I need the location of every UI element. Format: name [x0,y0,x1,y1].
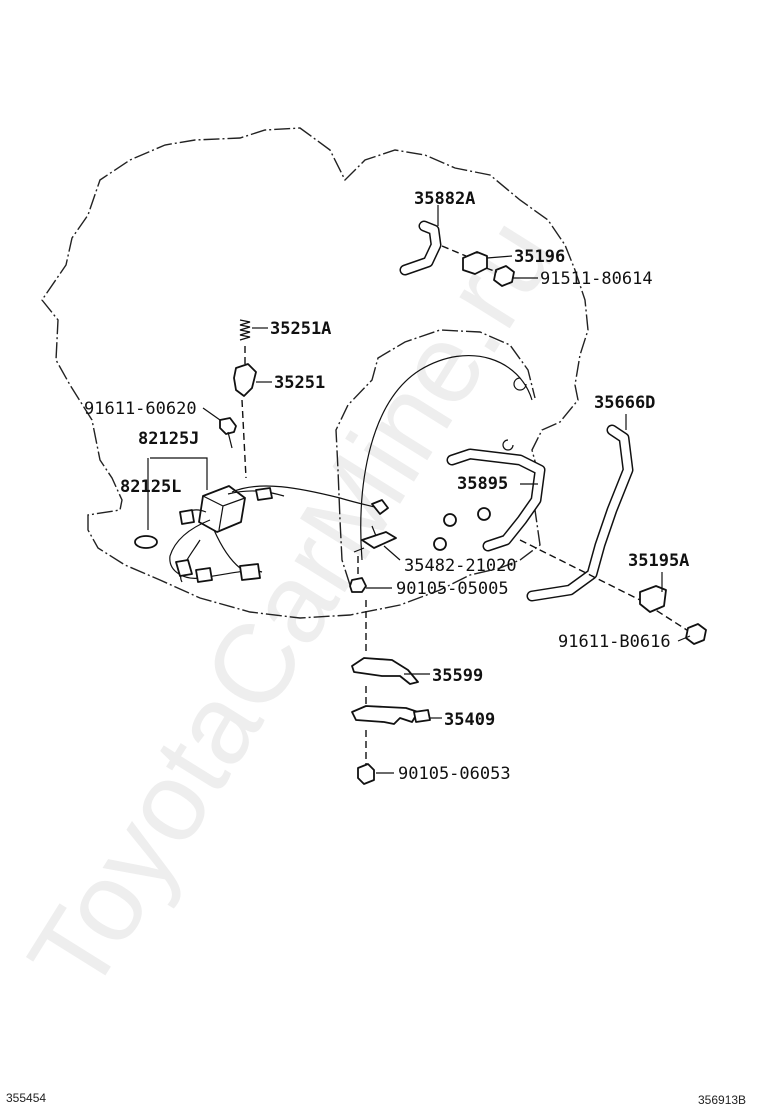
dash-detent-bolt [241,399,247,479]
connector-d [195,567,213,583]
transmission-case-outline [41,127,589,619]
label-35895: 35895 [457,474,508,494]
bushing-35409 [413,709,431,723]
label-35196: 35196 [514,247,565,267]
bolt-91511 [493,265,515,287]
dash-35882a-35196 [441,245,467,257]
label-35251: 35251 [274,373,325,393]
bolt-91611-60620 [219,417,237,435]
label-35409: 35409 [444,710,495,730]
label-35599: 35599 [432,666,483,686]
connector-a [255,487,273,501]
bolt-90105-06053 [357,763,375,785]
label-91611-b0616: 91611-B0616 [558,632,671,652]
clip-ring-3 [477,507,491,521]
o-ring-82125l [134,535,158,549]
connector-e [239,563,261,581]
bracket-35482-tab [353,525,377,553]
leader-35196 [486,255,513,259]
detent-spring-35251 [233,363,257,397]
label-35666d: 35666D [594,393,655,413]
bolt-91611-60620-shank [227,431,233,449]
bolt-90105-05005 [349,577,367,593]
dash-35196-bolt [485,267,498,273]
bell-housing-inner [360,355,533,561]
label-82125l: 82125L [120,477,181,497]
label-35251a: 35251A [270,319,331,339]
leader-82125j [150,457,208,490]
case-clip-mark [513,377,527,391]
switch-detail [202,495,246,531]
label-35482-21020: 35482-21020 [404,556,517,576]
label-91511-80614: 91511-80614 [540,269,653,289]
case-clip-mark-2 [502,439,514,451]
connector-b [179,509,195,525]
bracket-35482 [361,531,397,549]
plate-35599 [351,657,419,685]
footer-left-code: 355454 [6,1091,46,1105]
clamp-35195a [639,585,667,613]
label-91611-60620: 91611-60620 [84,399,197,419]
label-90105-06053: 90105-06053 [398,764,511,784]
connector-c [175,559,193,577]
bell-housing-outline [335,329,536,586]
label-35195a: 35195A [628,551,689,571]
leader-91611-b0616 [677,635,691,642]
label-35882a: 35882A [414,189,475,209]
spring-35251a [239,319,251,341]
footer-right-code: 356913B [698,1093,746,1107]
leader-91611-60620 [202,407,221,421]
label-82125j: 82125J [138,429,199,449]
label-90105-05005: 90105-05005 [396,579,509,599]
connector-f [371,499,389,515]
bolt-91611-b0616 [685,623,707,645]
leader-35482 [383,545,401,561]
clip-ring-2 [433,537,447,551]
clip-ring-1 [443,513,457,527]
plate-35409 [351,705,419,725]
